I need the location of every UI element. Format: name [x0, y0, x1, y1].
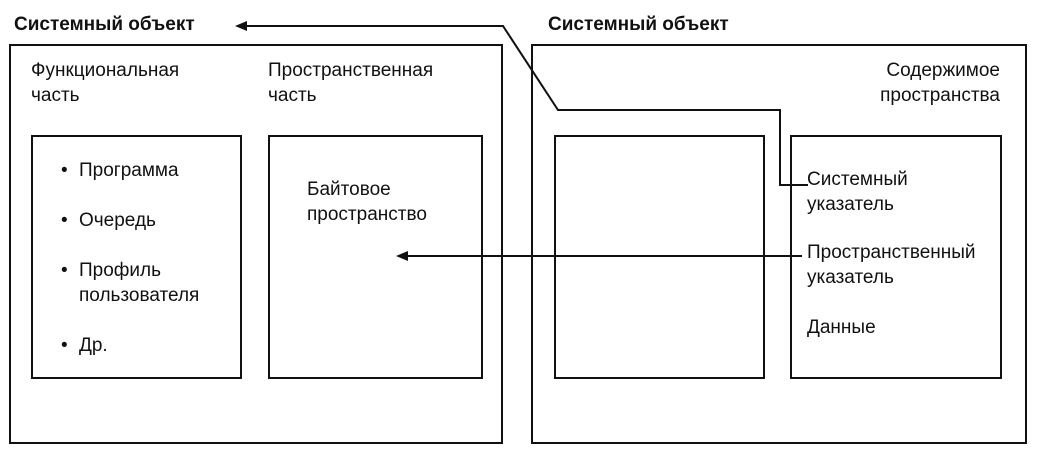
left-system-object-box — [9, 44, 503, 444]
space-contents-label: Содержимое пространства — [880, 60, 1000, 106]
data-label: Данные — [807, 317, 876, 338]
functional-part-label: Функциональная часть — [31, 60, 180, 106]
space-pointer-label: Пространственный указатель — [807, 242, 976, 288]
right-system-object-box — [531, 44, 1027, 444]
system-pointer-label: Системный указатель — [807, 169, 908, 215]
spatial-part-label: Пространственная часть — [268, 60, 434, 106]
functional-part-box — [31, 135, 242, 379]
functional-item-queue: Очередь — [61, 208, 231, 233]
byte-space-label: Байтовое пространство — [307, 179, 427, 225]
functional-item-user-profile: Профиль пользователя — [61, 258, 231, 308]
functional-item-program: Программа — [61, 158, 231, 183]
system-pointer-arrow — [235, 21, 808, 186]
functional-items-list: Программа Очередь Профиль пользователя Д… — [61, 158, 231, 358]
right-object-title: Системный объект — [548, 14, 729, 35]
left-object-title: Системный объект — [14, 14, 195, 35]
functional-item-other: Др. — [61, 333, 231, 358]
